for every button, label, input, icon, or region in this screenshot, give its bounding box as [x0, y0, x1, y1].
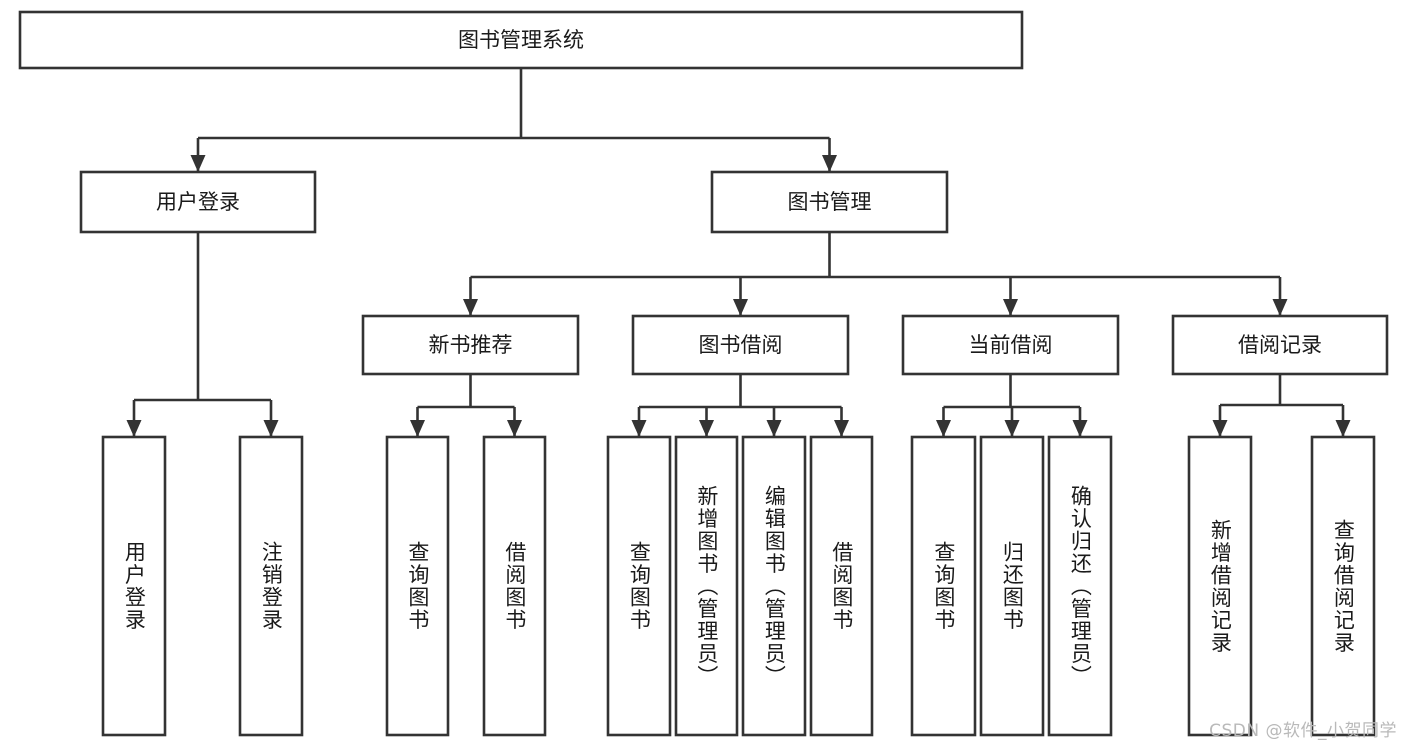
- arrow-head-icon-book-borrow: [733, 299, 748, 316]
- node-leaf-logout[interactable]: [238, 435, 304, 737]
- arrow-head-icon-leaf-query-record: [1335, 420, 1351, 437]
- node-leaf-confirm-return[interactable]: [1047, 435, 1113, 737]
- arrow-head-icon-leaf-query-book-borrow: [631, 420, 647, 437]
- node-label-root: 图书管理系统: [458, 28, 584, 52]
- node-leaf-edit-book[interactable]: [741, 435, 807, 737]
- arrow-head-icon-borrow-record: [1272, 299, 1288, 316]
- node-box-leaf-return-book[interactable]: [979, 435, 1045, 737]
- arrow-head-icon-user-login: [190, 155, 206, 172]
- node-box-leaf-add-record[interactable]: [1187, 435, 1253, 737]
- node-box-root[interactable]: [18, 10, 1024, 70]
- node-root[interactable]: 图书管理系统: [18, 10, 1024, 70]
- node-label-borrow-record: 借阅记录: [1238, 333, 1322, 357]
- node-leaf-add-book[interactable]: [674, 435, 739, 737]
- node-box-leaf-query-book-current[interactable]: [910, 435, 977, 737]
- node-box-leaf-user-login[interactable]: [101, 435, 167, 737]
- node-box-leaf-add-book[interactable]: [674, 435, 739, 737]
- node-box-current-borrow[interactable]: [901, 314, 1120, 376]
- arrow-head-icon-leaf-logout: [263, 420, 279, 437]
- arrow-head-icon-leaf-user-login: [126, 420, 142, 437]
- node-box-leaf-confirm-return[interactable]: [1047, 435, 1113, 737]
- node-box-leaf-logout[interactable]: [238, 435, 304, 737]
- node-leaf-query-book-current[interactable]: [910, 435, 977, 737]
- node-box-leaf-query-book-new[interactable]: [385, 435, 450, 737]
- node-box-leaf-borrow-book[interactable]: [809, 435, 874, 737]
- arrow-head-icon-leaf-edit-book: [766, 420, 782, 437]
- arrow-head-icon-leaf-confirm-return: [1072, 420, 1088, 437]
- node-current-borrow[interactable]: 当前借阅: [901, 314, 1120, 376]
- node-borrow-record[interactable]: 借阅记录: [1171, 314, 1389, 376]
- node-label-current-borrow: 当前借阅: [969, 333, 1053, 357]
- node-box-leaf-edit-book[interactable]: [741, 435, 807, 737]
- node-leaf-query-book-borrow[interactable]: [606, 435, 672, 737]
- node-new-book-recommend[interactable]: 新书推荐: [361, 314, 580, 376]
- arrow-head-icon-book-manage: [822, 155, 837, 172]
- arrow-head-icon-leaf-add-book: [699, 420, 714, 437]
- arrow-head-icon-leaf-query-book-new: [410, 420, 425, 437]
- node-box-leaf-borrow-book-new[interactable]: [482, 435, 547, 737]
- arrow-head-icon-leaf-add-record: [1212, 420, 1228, 437]
- arrow-head-icon-leaf-return-book: [1004, 420, 1020, 437]
- node-leaf-borrow-book-new[interactable]: [482, 435, 547, 737]
- node-leaf-add-record[interactable]: [1187, 435, 1253, 737]
- node-label-book-manage: 图书管理: [788, 190, 872, 214]
- node-box-leaf-query-record[interactable]: [1310, 435, 1376, 737]
- node-box-book-borrow[interactable]: [631, 314, 850, 376]
- node-user-login[interactable]: 用户登录: [79, 170, 317, 234]
- node-book-borrow[interactable]: 图书借阅: [631, 314, 850, 376]
- node-leaf-query-book-new[interactable]: [385, 435, 450, 737]
- arrow-head-icon-new-book-recommend: [463, 299, 478, 316]
- node-box-leaf-query-book-borrow[interactable]: [606, 435, 672, 737]
- node-label-book-borrow: 图书借阅: [699, 333, 783, 357]
- node-leaf-return-book[interactable]: [979, 435, 1045, 737]
- node-book-manage[interactable]: 图书管理: [710, 170, 949, 234]
- node-leaf-user-login[interactable]: [101, 435, 167, 737]
- arrow-head-icon-leaf-borrow-book-new: [507, 420, 522, 437]
- node-label-new-book-recommend: 新书推荐: [429, 333, 513, 357]
- node-box-user-login[interactable]: [79, 170, 317, 234]
- node-box-borrow-record[interactable]: [1171, 314, 1389, 376]
- arrow-head-icon-leaf-query-book-current: [936, 420, 951, 437]
- connector-layer: [126, 68, 1351, 437]
- node-box-new-book-recommend[interactable]: [361, 314, 580, 376]
- node-leaf-borrow-book[interactable]: [809, 435, 874, 737]
- node-leaf-query-record[interactable]: [1310, 435, 1376, 737]
- node-label-user-login: 用户登录: [156, 190, 240, 214]
- arrow-head-icon-current-borrow: [1003, 299, 1018, 316]
- arrow-head-icon-leaf-borrow-book: [834, 420, 849, 437]
- node-box-book-manage[interactable]: [710, 170, 949, 234]
